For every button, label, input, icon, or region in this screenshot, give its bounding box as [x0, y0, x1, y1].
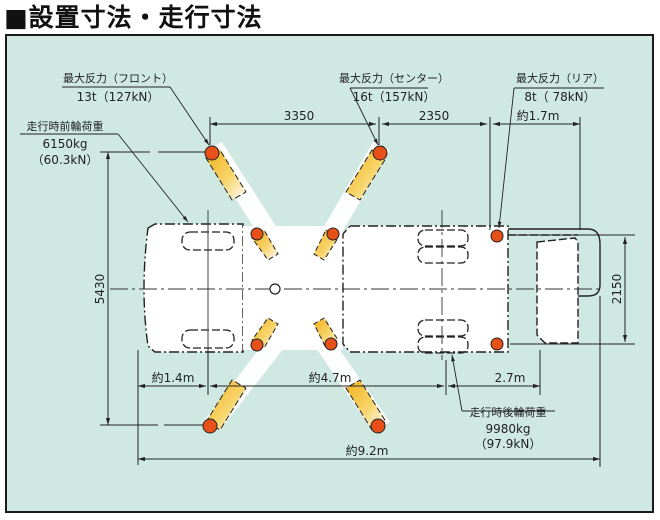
body-outline — [342, 225, 509, 353]
page-title: ■設置寸法・走行寸法 — [4, 3, 263, 32]
outrigger-pad-icon — [250, 338, 264, 352]
cab-outline — [143, 223, 244, 353]
front-axle-load-kg: 6150kg — [42, 137, 87, 151]
rear-axle-load-kn: （97.9kN） — [475, 437, 542, 451]
rear-axle-load-label: 走行時後輪荷重 — [470, 405, 547, 419]
callout-front-reaction: 最大反力（フロント） 13t（127kN） — [63, 71, 173, 104]
outrigger-pad-icon — [250, 227, 264, 241]
front-axle-load-label: 走行時前輪荷重 — [27, 119, 104, 133]
callout-center-reaction: 最大反力（センター） 16t（157kN） — [339, 71, 449, 104]
center-reaction-value: 16t（157kN） — [353, 90, 436, 104]
outrigger-front-right-retracted — [250, 317, 279, 352]
truck-outline — [143, 223, 601, 353]
outrigger-center-left-extended — [345, 145, 388, 201]
outrigger-pad-icon — [370, 418, 386, 434]
outrigger-pad-icon — [326, 227, 340, 241]
rear-handle-outline — [508, 228, 601, 297]
rear-axle-load-kg: 9980kg — [485, 422, 530, 436]
dim-2350: 2350 — [419, 109, 450, 123]
outrigger-pad-icon — [490, 337, 504, 351]
rear-reaction-label: 最大反力（リア） — [516, 71, 604, 85]
callout-front-axle-load: 走行時前輪荷重 6150kg （60.3kN） — [27, 119, 104, 167]
front-reaction-label: 最大反力（フロント） — [63, 71, 173, 85]
front-reaction-value: 13t（127kN） — [77, 90, 160, 104]
outrigger-pad-icon — [490, 229, 504, 243]
dim-wheelbase: 約4.7m — [309, 370, 352, 385]
outrigger-pad-icon — [202, 418, 218, 434]
outriggers — [202, 145, 504, 434]
outrigger-front-right-extended — [202, 379, 247, 434]
dim-vehicle-width: 2150 — [610, 274, 624, 305]
outrigger-front-left-retracted — [250, 227, 279, 261]
outrigger-center-right-extended — [345, 379, 387, 434]
rear-box-outline — [536, 237, 579, 344]
dimension-labels: 3350 2350 約1.7m 5430 2150 約1.4m 約4.7m 2.… — [93, 108, 624, 458]
rear-reaction-value: 8t（ 78kN） — [524, 90, 595, 104]
outrigger-front-left-extended — [204, 145, 247, 201]
rear-wheel-right-2 — [417, 336, 469, 354]
outrigger-pad-icon — [324, 337, 338, 351]
rear-wheel-right-1 — [417, 319, 469, 337]
outrigger-pad-icon — [372, 145, 388, 161]
outrigger-center-right-retracted — [313, 317, 339, 351]
dim-overall-length: 約9.2m — [346, 443, 389, 458]
outrigger-center-left-retracted — [313, 227, 340, 261]
center-reaction-label: 最大反力（センター） — [339, 71, 449, 85]
swing-center-icon — [269, 283, 281, 295]
outrigger-rear-left — [490, 229, 504, 243]
dim-3350: 3350 — [284, 109, 315, 123]
dim-rear-length: 2.7m — [495, 371, 526, 385]
dim-outrigger-width: 5430 — [93, 274, 107, 305]
outrigger-rear-right — [490, 337, 504, 351]
dim-rear-overhang: 約1.7m — [517, 108, 560, 123]
front-axle-load-kn: （60.3kN） — [32, 153, 99, 167]
callout-rear-reaction: 最大反力（リア） 8t（ 78kN） — [516, 71, 604, 104]
outrigger-pad-icon — [204, 145, 220, 161]
dim-front-overhang: 約1.4m — [152, 370, 195, 385]
rear-wheel-left-2 — [417, 246, 469, 264]
leader-lines — [20, 86, 604, 412]
callout-rear-axle-load: 走行時後輪荷重 9980kg （97.9kN） — [470, 405, 547, 451]
dimension-lines — [100, 117, 635, 467]
rear-wheel-left-1 — [417, 229, 469, 247]
